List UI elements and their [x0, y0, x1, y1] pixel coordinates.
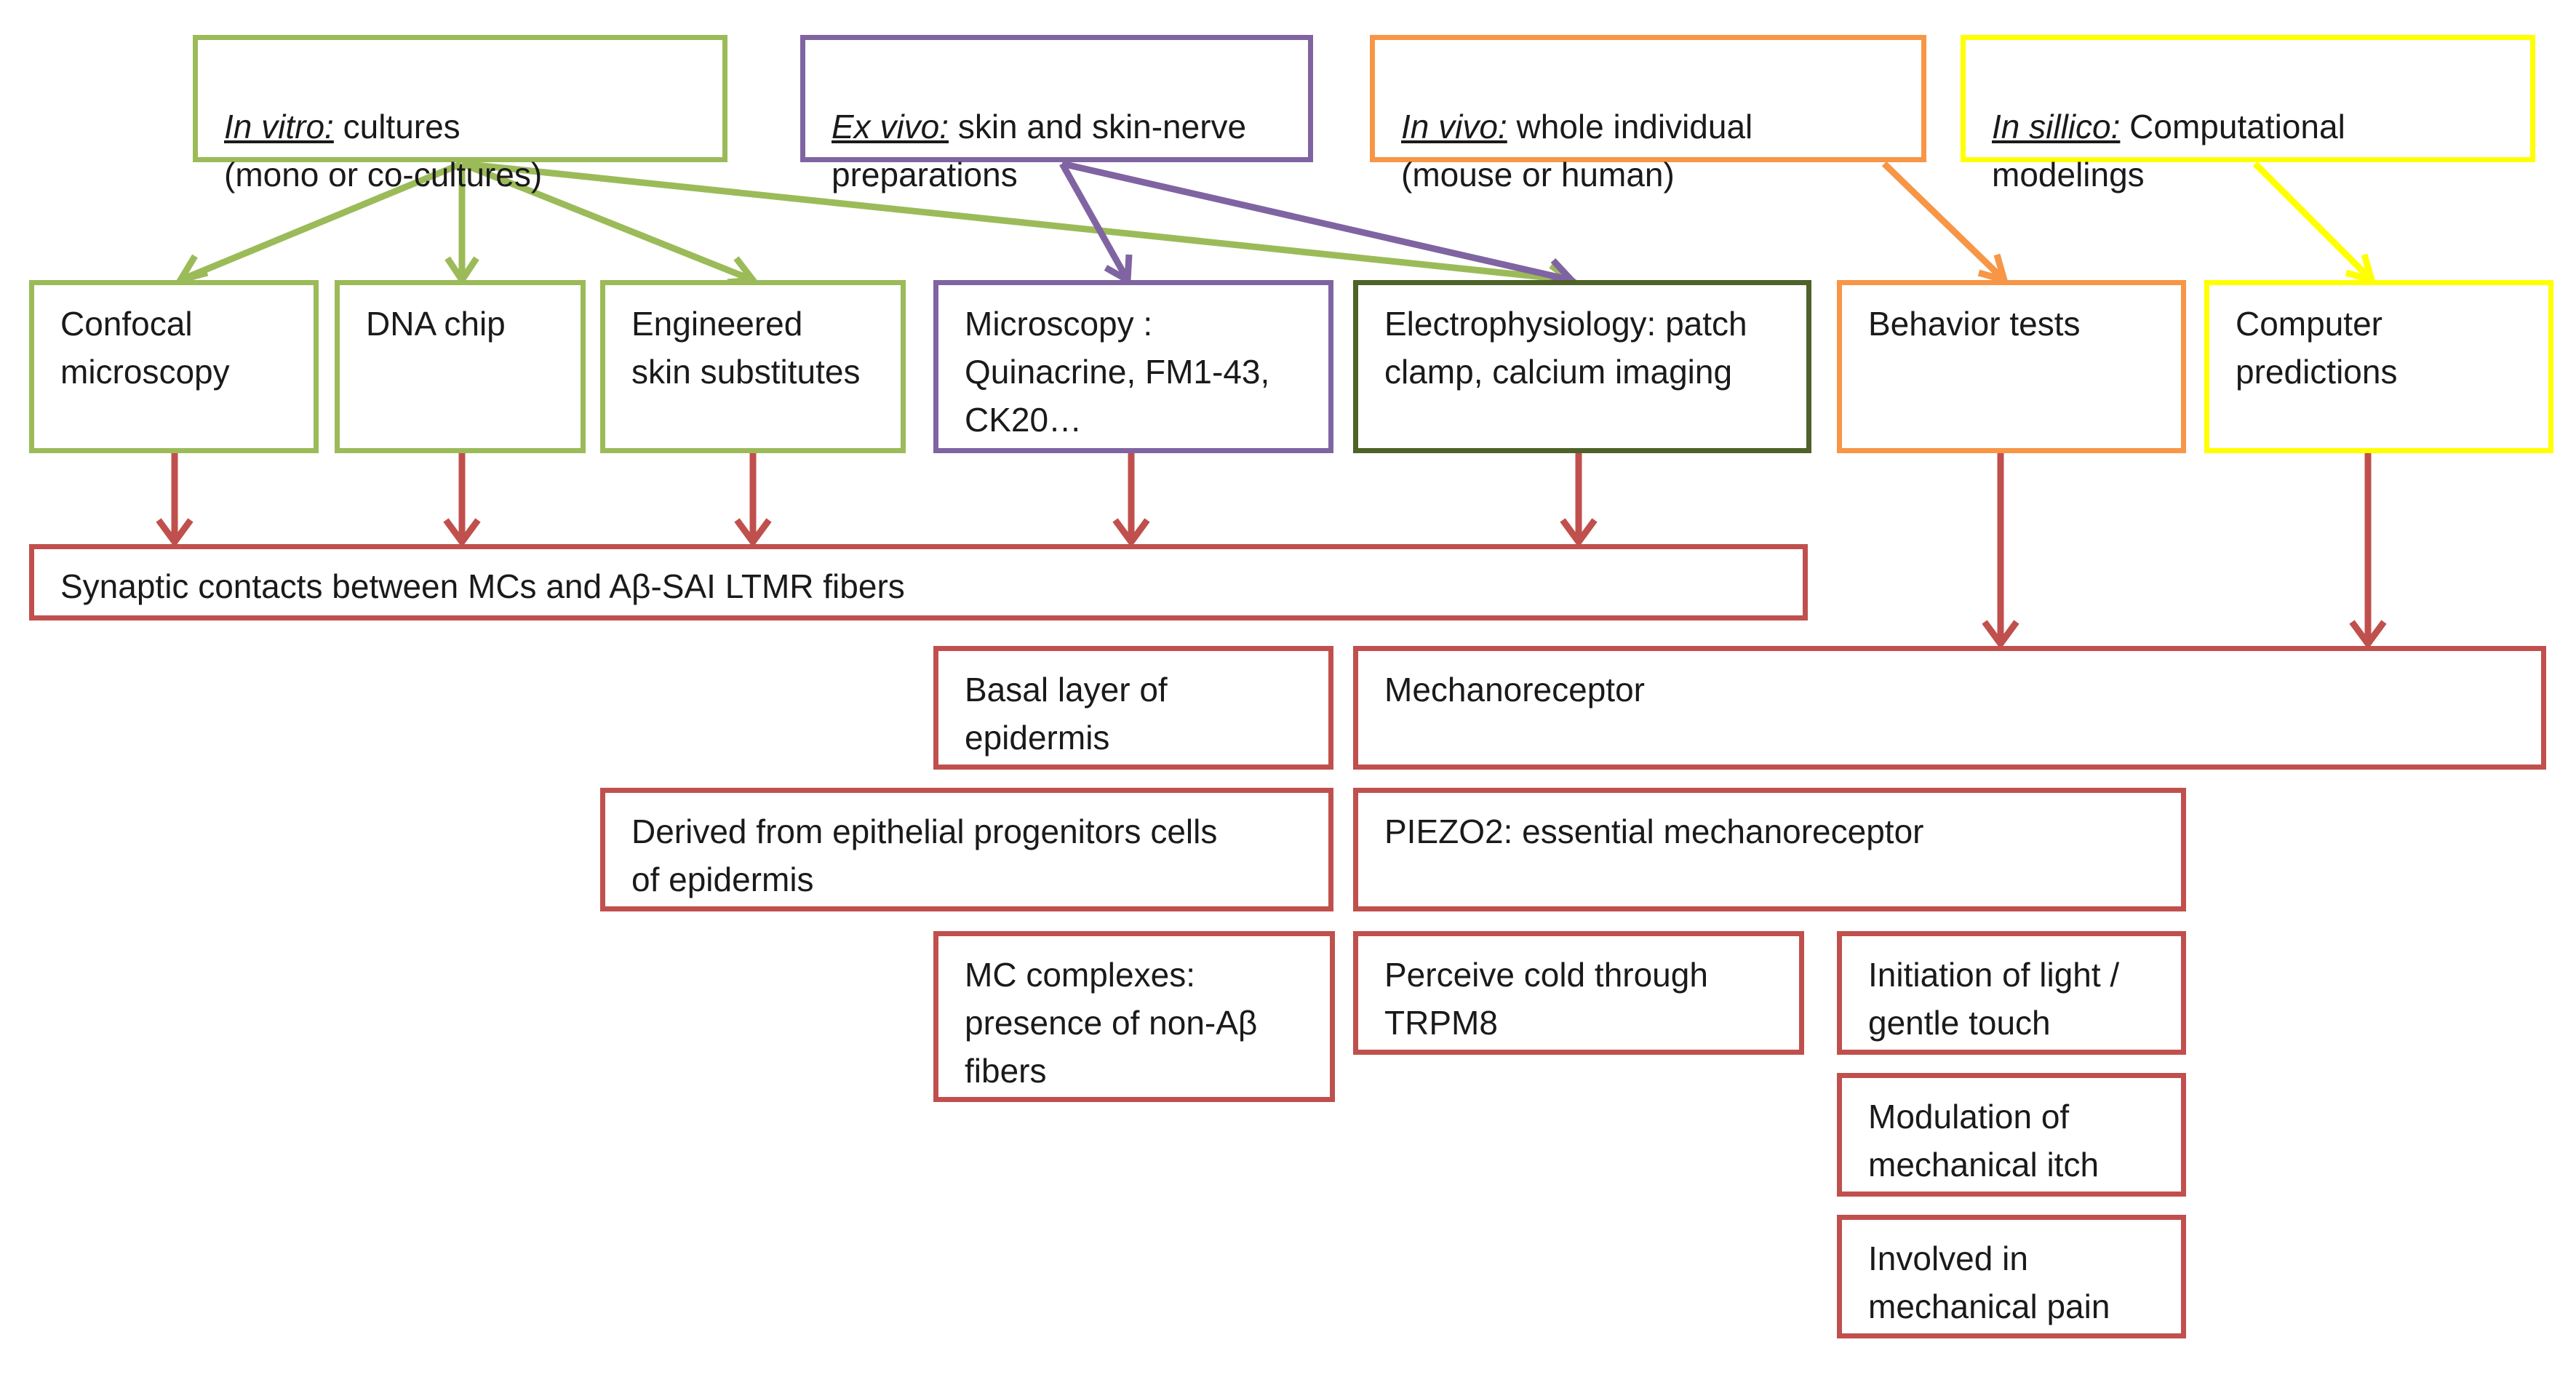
in-vitro-text: cultures (mono or co-cultures) [224, 108, 543, 193]
mechanical-itch-box: Modulation of mechanical itch [1837, 1073, 2186, 1197]
arrow-invitro-engineered [460, 160, 754, 284]
in-vivo-box: In vivo: whole individual (mouse or huma… [1370, 35, 1926, 193]
computer-predictions-box: Computer predictions [2204, 280, 2553, 453]
in-silico-lead: In sillico: [1992, 108, 2121, 145]
in-silico-text: Computational modelings [1992, 108, 2345, 193]
electrophysiology-box: Electrophysiology: patch clamp, calcium … [1353, 280, 1811, 453]
ex-vivo-lead: Ex vivo: [832, 108, 949, 145]
arrow-insilico-computer [2252, 161, 2374, 283]
arrow-invitro-confocal [179, 160, 463, 284]
arrow-exvivo-electrophysiology [1061, 160, 1573, 284]
in-vitro-box: In vitro: cultures (mono or co-cultures) [193, 35, 727, 193]
ex-vivo-box: Ex vivo: skin and skin-nerve preparation… [800, 35, 1313, 193]
arrow-invivo-behavior [1881, 161, 2007, 283]
derived-progenitors-box: Derived from epithelial progenitors cell… [600, 788, 1333, 911]
perceive-cold-box: Perceive cold through TRPM8 [1353, 931, 1804, 1055]
microscopy-box: Microscopy : Quinacrine, FM1-43, CK20… [933, 280, 1333, 453]
in-vitro-lead: In vitro: [224, 108, 334, 145]
light-touch-box: Initiation of light / gentle touch [1837, 931, 2186, 1055]
confocal-microscopy-box: Confocal microscopy [29, 280, 319, 453]
in-silico-box: In sillico: Computational modelings [1961, 35, 2535, 193]
mc-complexes-box: MC complexes: presence of non-Aβ fibers [933, 931, 1335, 1102]
arrow-exvivo-microscopy [1059, 161, 1131, 282]
mechanoreceptor-box: Mechanoreceptor [1353, 646, 2546, 770]
dna-chip-box: DNA chip [335, 280, 586, 453]
synaptic-contacts-box: Synaptic contacts between MCs and Aβ-SAI… [29, 544, 1808, 620]
mechanical-pain-box: Involved in mechanical pain [1837, 1215, 2186, 1338]
arrow-invitro-electrophysiology [461, 160, 1572, 284]
basal-layer-box: Basal layer of epidermis [933, 646, 1333, 770]
in-vivo-lead: In vivo: [1401, 108, 1507, 145]
behavior-tests-box: Behavior tests [1837, 280, 2186, 453]
piezo2-box: PIEZO2: essential mechanoreceptor [1353, 788, 2186, 911]
engineered-skin-box: Engineered skin substitutes [600, 280, 906, 453]
in-vivo-text: whole individual (mouse or human) [1401, 108, 1753, 193]
ex-vivo-text: skin and skin-nerve preparations [832, 108, 1247, 193]
